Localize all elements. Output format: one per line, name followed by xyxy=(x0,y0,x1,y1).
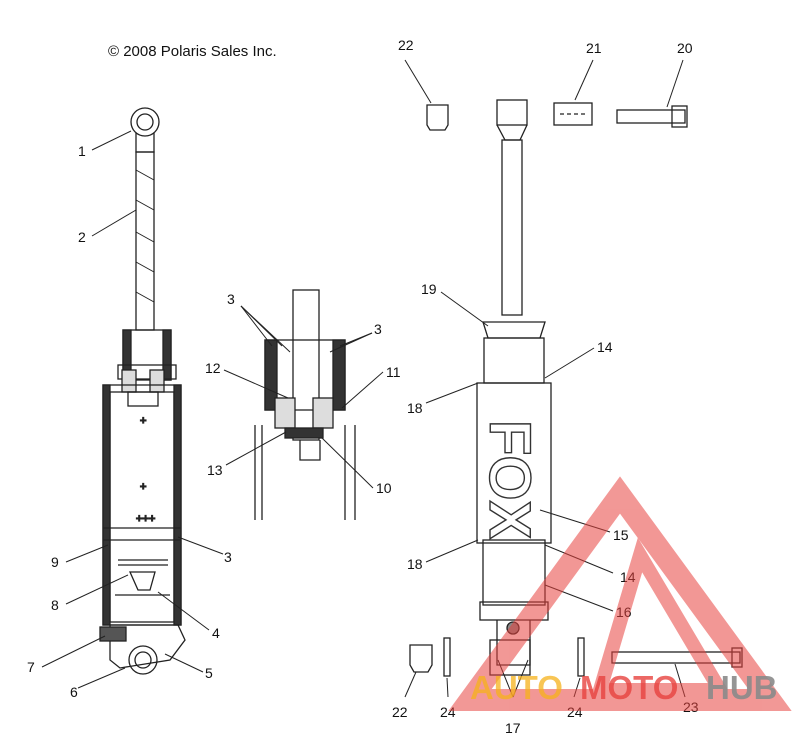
callout-11: 11 xyxy=(386,364,401,380)
callout-3: 3 xyxy=(374,321,382,337)
callout-17: 17 xyxy=(505,720,521,736)
callout-22: 22 xyxy=(392,704,408,720)
callout-13: 13 xyxy=(207,462,223,478)
right-shock-assembly xyxy=(476,99,552,676)
automotohub-watermark xyxy=(448,476,792,711)
callout-12: 12 xyxy=(205,360,221,376)
fox-brand-text: FOX xyxy=(477,420,542,540)
callout-22: 22 xyxy=(398,37,414,53)
callout-6: 6 xyxy=(70,684,78,700)
left-shock-assembly: + + +++ xyxy=(99,107,186,675)
callout-9: 9 xyxy=(51,554,59,570)
callout-21: 21 xyxy=(586,40,602,56)
callout-8: 8 xyxy=(51,597,59,613)
callout-4: 4 xyxy=(212,625,220,641)
callout-3: 3 xyxy=(227,291,235,307)
svg-text:+++: +++ xyxy=(136,513,155,525)
callout-18: 18 xyxy=(407,556,423,572)
callout-3: 3 xyxy=(224,549,232,565)
copyright-text: © 2008 Polaris Sales Inc. xyxy=(108,43,277,60)
callout-20: 20 xyxy=(677,40,693,56)
callout-5: 5 xyxy=(205,665,213,681)
callout-10: 10 xyxy=(376,480,392,496)
callout-2: 2 xyxy=(78,229,86,245)
callout-19: 19 xyxy=(421,281,437,297)
callout-14: 14 xyxy=(597,339,613,355)
watermark-auto: AUTO xyxy=(470,669,563,706)
callout-7: 7 xyxy=(27,659,35,675)
watermark-triangle-icon xyxy=(448,476,792,711)
watermark-moto: MOTO xyxy=(580,669,678,706)
piston-detail-view xyxy=(254,289,356,520)
callout-18: 18 xyxy=(407,400,423,416)
watermark-wordmark: AUTO MOTO HUB xyxy=(470,669,778,706)
svg-text:+: + xyxy=(140,415,146,427)
svg-text:+: + xyxy=(140,481,146,493)
callout-15: 15 xyxy=(613,527,629,543)
watermark-hub: HUB xyxy=(706,669,778,706)
callout-1: 1 xyxy=(78,143,86,159)
